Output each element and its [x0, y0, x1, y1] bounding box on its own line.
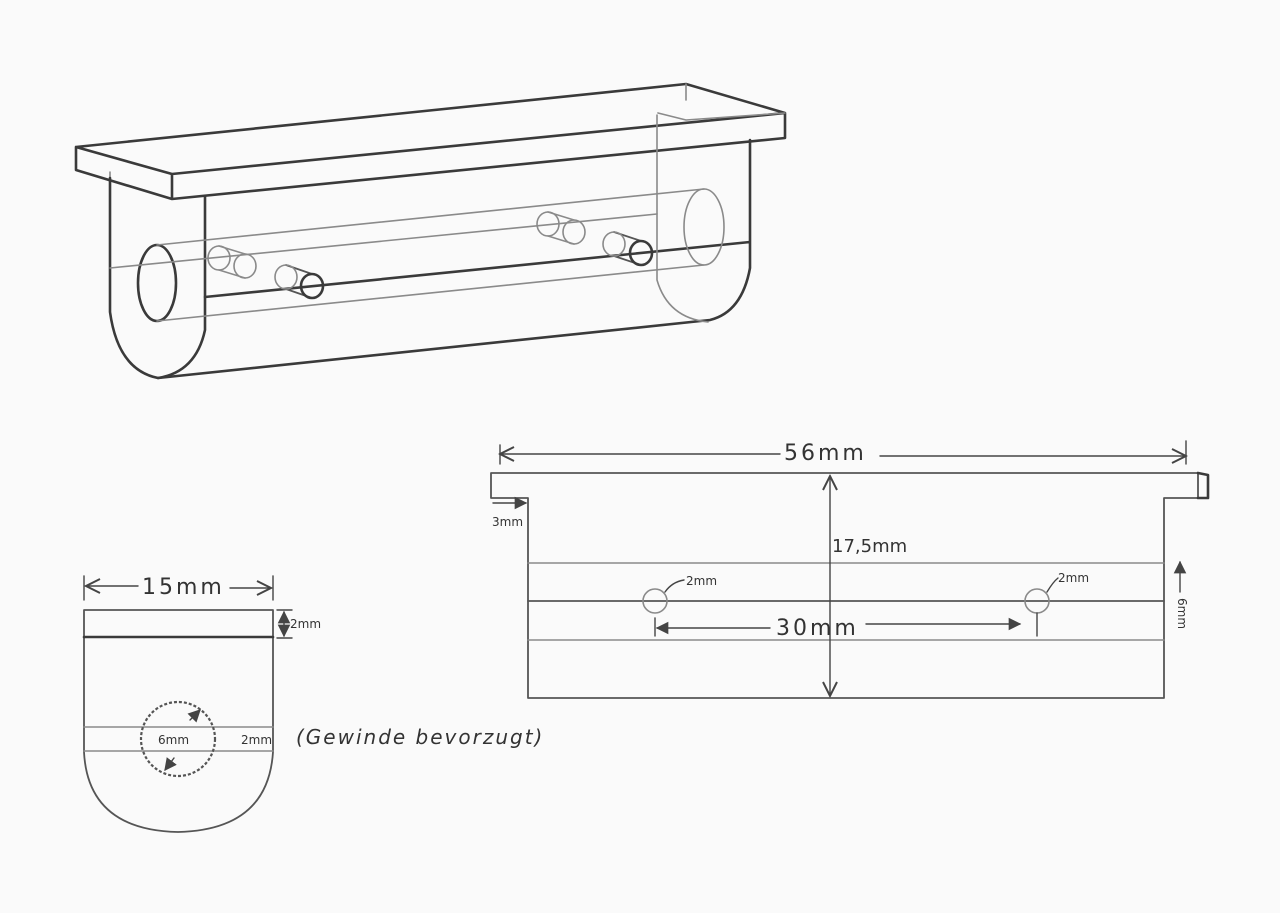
dim-width: 15mm — [142, 575, 225, 600]
dim-hole-left: 2mm — [686, 574, 717, 588]
dim-hole-right: 2mm — [1058, 571, 1089, 585]
iso-pin-4 — [602, 231, 654, 267]
dim-top-thickness: 2mm — [290, 617, 321, 631]
iso-top-plate — [74, 82, 787, 201]
dim-bore: 6mm — [158, 733, 189, 747]
dim-hole-offset: 6mm — [1175, 598, 1189, 629]
iso-pin-3 — [536, 211, 586, 245]
dim-height: 17,5mm — [832, 536, 907, 557]
end-bore — [139, 700, 217, 778]
dim-lip: 3mm — [492, 515, 523, 529]
side-view: 56mm 17,5mm 3mm 2mm 2mm 30mm 6mm — [490, 440, 1210, 699]
end-view: 15mm 2mm 6mm 2mm (Gewinde bevorzugt) — [82, 575, 544, 833]
dim-hole-spacing: 30mm — [776, 616, 859, 641]
iso-left-bore — [136, 243, 178, 323]
dim-length: 56mm — [784, 441, 867, 466]
side-hole-left — [642, 588, 668, 614]
end-outline — [83, 609, 274, 833]
iso-pin-1 — [207, 245, 257, 279]
iso-body-edges — [156, 138, 752, 380]
iso-pin-2 — [274, 264, 325, 300]
isometric-view — [74, 82, 787, 380]
thread-note: (Gewinde bevorzugt) — [296, 725, 544, 749]
dim-channel: 2mm — [241, 733, 272, 747]
side-outline — [490, 472, 1199, 699]
iso-right-bore — [683, 188, 725, 266]
iso-left-end — [108, 176, 207, 380]
iso-right-end — [656, 114, 709, 323]
